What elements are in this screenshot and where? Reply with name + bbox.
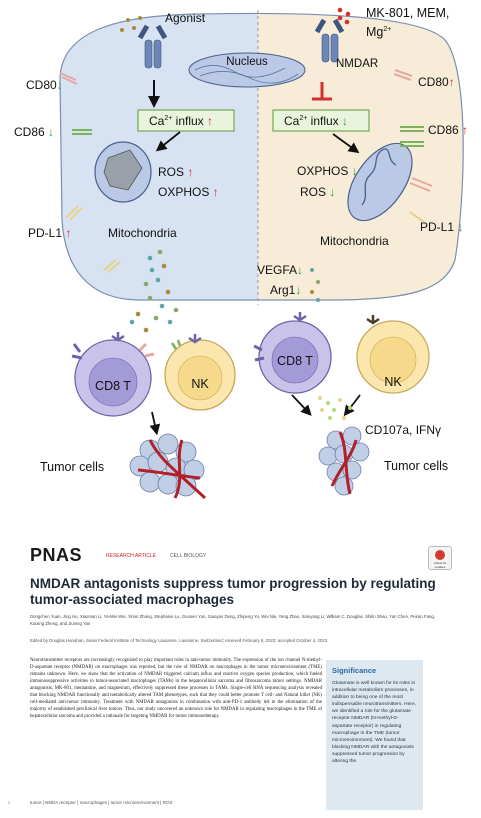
author-list: Dongchen Yuan, Jing Hu, Xiaoman Li, Ya-M…	[30, 614, 435, 626]
nmdar-label: NMDAR	[336, 58, 378, 70]
abstract: Neurotransmitter receptors are increasin…	[30, 658, 322, 720]
nucleus	[188, 52, 306, 88]
oxphos-left: OXPHOS ↑	[158, 185, 219, 199]
check-updates-label: Check for updates	[433, 561, 447, 569]
ros-left: ROS ↑	[158, 165, 193, 179]
oxphos-right: OXPHOS ↓	[297, 164, 358, 178]
ros-right: ROS ↓	[300, 185, 335, 199]
secreted-dots-right	[310, 268, 320, 302]
agonist-label: Agonist	[165, 11, 206, 25]
check-updates-icon	[435, 550, 445, 560]
pdl1-right-marker	[409, 211, 425, 223]
article-type: RESEARCH ARTICLE	[106, 553, 156, 559]
significance-text: Glutamate is well known for its roles in…	[332, 681, 416, 765]
edited-by-line: Edited by Douglas Hanahan, Swiss Federal…	[30, 638, 328, 643]
ca-influx-box-left	[137, 109, 235, 132]
cell-outline	[59, 12, 464, 301]
arg1-label: Arg1↓	[270, 283, 301, 297]
cd8t-right-label: CD8 T	[277, 354, 313, 368]
nk-cell-right	[356, 315, 430, 394]
cd86-right: CD86 ↑	[428, 123, 468, 137]
cd8t-cell-right	[253, 312, 332, 394]
significance-box: Significance Glutamate is well known for…	[326, 660, 423, 810]
nk-cell-left	[164, 334, 236, 411]
inhibition-symbol	[312, 82, 332, 101]
nk-left-label: NK	[191, 377, 209, 391]
cd86-left-marker	[72, 129, 92, 135]
mitochondria-left	[94, 141, 152, 203]
mitochondria-left-label: Mitochondria	[108, 226, 177, 240]
pnas-logo[interactable]: PNAS	[30, 545, 83, 565]
nmdar-receptor-right	[314, 18, 345, 63]
ca-influx-right: Ca2+ influx ↓	[284, 114, 348, 128]
significance-heading: Significance	[332, 666, 377, 675]
nk-right-label: NK	[384, 375, 402, 389]
page-mark: 2	[8, 800, 11, 805]
tumor-vessels-left	[137, 439, 207, 500]
antagonist-dots	[337, 7, 351, 25]
pdl1-left-marker	[65, 205, 83, 221]
cd80-right: CD80↑	[418, 75, 455, 89]
cd8t-left-label: CD8 T	[95, 379, 131, 393]
cd86-right-marker	[400, 126, 424, 147]
receptor-left-lower	[103, 259, 121, 273]
keywords: tumor | NMDA receptor | macrophages | tu…	[30, 800, 173, 805]
mg-label: Mg2+	[366, 25, 391, 39]
tumor-left-label: Tumor cells	[40, 460, 104, 474]
tumor-right-label: Tumor cells	[384, 459, 448, 473]
agonist-dots	[120, 16, 142, 32]
tumor-cluster-right	[318, 426, 370, 496]
cd8t-cell-left	[71, 332, 155, 417]
cd80-right-marker-2	[409, 177, 433, 192]
pdl1-left: PD-L1 ↑	[28, 226, 71, 240]
cytokine-dots	[318, 396, 352, 420]
secreted-dots-left	[129, 249, 179, 333]
cd80-left: CD80↓	[26, 78, 63, 92]
vegfa-label: VEGFA↓	[257, 263, 303, 277]
pdl1-right: PD-L1 ↓	[420, 220, 463, 234]
cd86-left: CD86 ↓	[14, 125, 54, 139]
nmdar-receptor-left	[137, 24, 168, 69]
ca-influx-left: Ca2+ influx ↑	[149, 114, 213, 128]
check-for-updates-badge[interactable]: Check for updates	[428, 546, 452, 570]
article-title: NMDAR antagonists suppress tumor progres…	[30, 576, 436, 607]
ca-influx-box-right	[272, 109, 370, 132]
article-section: CELL BIOLOGY	[170, 553, 207, 559]
graphical-abstract: Nucleus Agonist MK-801, MEM, Mg2+ NMDAR …	[14, 6, 468, 500]
nucleus-label: Nucleus	[226, 56, 268, 68]
antagonists-label: MK-801, MEM,	[366, 6, 449, 20]
cd80-left-marker	[59, 72, 78, 85]
cd107a-label: CD107a, IFNγ	[365, 423, 441, 437]
mitochondria-right-label: Mitochondria	[320, 234, 389, 248]
tumor-vessels-right	[330, 431, 358, 495]
tumor-cluster-left	[129, 433, 205, 497]
cd80-right-marker	[393, 69, 413, 81]
